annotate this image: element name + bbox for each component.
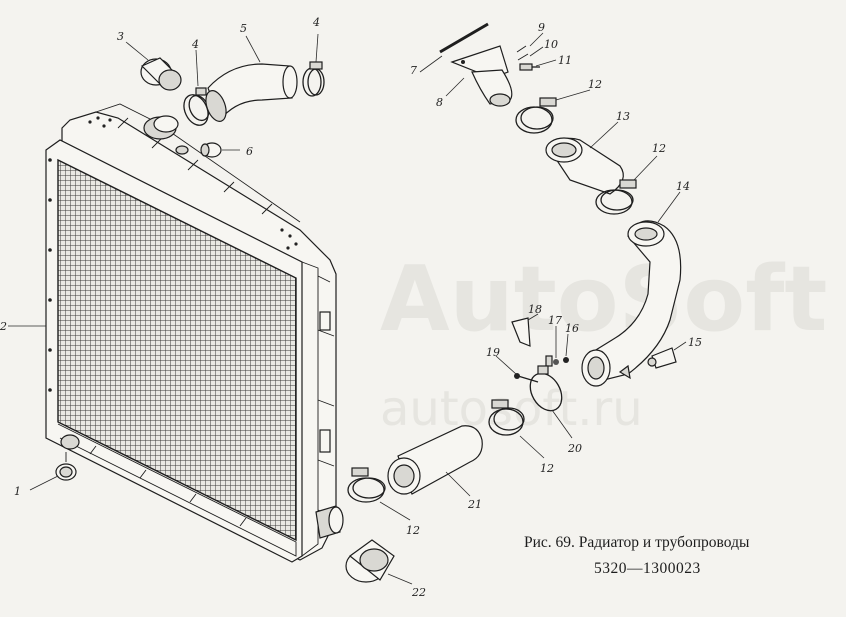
clamp-12-top	[515, 97, 557, 134]
clamp-12-lower-right	[488, 399, 525, 436]
label-15: 15	[688, 336, 702, 349]
label-3: 3	[117, 30, 124, 43]
clamp-12-lower-left	[347, 467, 386, 503]
watermark: AutoSoft autosoft.ru	[380, 247, 827, 437]
pipe-8	[450, 45, 513, 107]
label-11: 11	[558, 54, 572, 67]
bracket-18	[511, 317, 531, 347]
nut-16-17	[545, 355, 569, 367]
label-2: 2	[0, 320, 7, 333]
label-5: 5	[240, 22, 247, 35]
radiator	[45, 103, 344, 563]
label-17: 17	[548, 314, 562, 327]
part-code: 5320—1300023	[594, 560, 701, 577]
fitting-15	[647, 347, 677, 369]
clamp-12-mid	[595, 179, 637, 215]
label-16: 16	[565, 322, 579, 335]
hose-22	[345, 539, 395, 583]
label-18: 18	[528, 303, 542, 316]
label-14: 14	[676, 180, 690, 193]
gasket-7	[439, 22, 489, 54]
hose-21	[387, 425, 483, 495]
svg-text:AutoSoft: AutoSoft	[380, 247, 827, 352]
label-10: 10	[544, 38, 558, 51]
label-8: 8	[436, 96, 443, 109]
label-12-mid: 12	[652, 142, 666, 155]
label-19: 19	[486, 346, 500, 359]
label-22: 22	[411, 586, 426, 599]
side-bolts	[48, 158, 52, 392]
leader-lines	[8, 32, 687, 585]
bolt-19	[514, 373, 539, 383]
label-20: 20	[567, 442, 582, 455]
label-4-right: 4	[312, 16, 320, 29]
pipe-14	[581, 220, 682, 387]
hose-13	[545, 137, 624, 195]
label-7: 7	[410, 64, 417, 77]
bolt-9-10-11	[516, 45, 540, 71]
figure-caption: Рис. 69. Радиатор и трубопроводы	[524, 534, 750, 551]
label-21: 21	[467, 498, 482, 511]
label-12-lower-left: 12	[406, 524, 420, 537]
top-bolts	[88, 116, 298, 250]
clamp-20	[529, 365, 563, 412]
label-12-lower-right: 12	[540, 462, 554, 475]
label-6: 6	[246, 145, 253, 158]
label-12-top: 12	[588, 78, 602, 91]
plug-6	[200, 142, 222, 158]
label-9: 9	[538, 21, 545, 34]
part-labels: 1 2 3 4 5 4 6 7 8 9 10 11 12 13 12 14 15…	[0, 16, 702, 599]
clamp-4-right	[302, 61, 325, 97]
hose-3	[140, 57, 182, 91]
label-4-left: 4	[191, 38, 199, 51]
plug-1	[55, 452, 77, 481]
label-1: 1	[14, 485, 21, 498]
label-13: 13	[616, 110, 630, 123]
hose-5	[205, 63, 298, 122]
